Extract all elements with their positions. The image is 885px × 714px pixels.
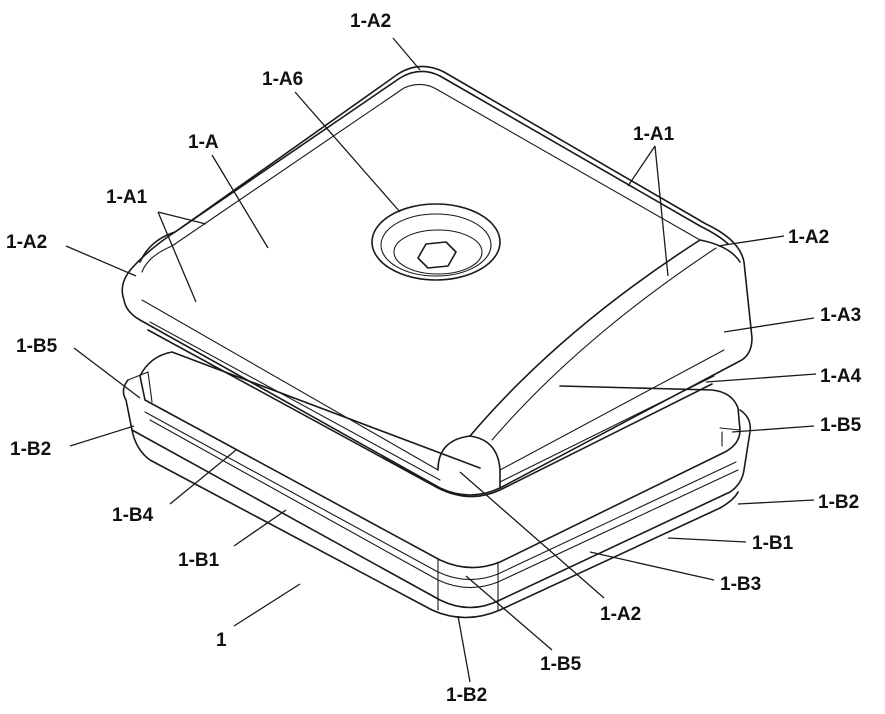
bottom-block-front-corner xyxy=(437,559,499,611)
top-block-outer-edge xyxy=(121,65,753,496)
leader-a2-top xyxy=(392,37,421,71)
label-b5-right: 1-B5 xyxy=(820,415,862,436)
top-block-top-face xyxy=(139,70,729,263)
label-a3: 1-A3 xyxy=(820,305,861,326)
top-block-lip-line xyxy=(149,321,715,483)
label-a2-left: 1-A2 xyxy=(6,232,47,253)
label-a4: 1-A4 xyxy=(820,366,862,387)
label-a2-bottom: 1-A2 xyxy=(600,604,641,625)
label-a6: 1-A6 xyxy=(262,69,303,90)
bottom-block-groove-line xyxy=(144,411,737,581)
label-b1-left: 1-B1 xyxy=(178,550,220,571)
label-b4: 1-B4 xyxy=(112,505,154,526)
bottom-block xyxy=(122,351,752,619)
bottom-block-skirt xyxy=(122,379,752,609)
label-b2-left: 1-B2 xyxy=(10,439,51,460)
label-b3: 1-B3 xyxy=(720,574,761,595)
screw-head xyxy=(393,229,483,275)
leader-a2-right xyxy=(717,235,785,247)
bottom-block-base xyxy=(131,429,739,619)
leader-a1-right-a xyxy=(627,145,656,187)
leader-b1-left xyxy=(233,509,287,547)
bottom-block-left-corner xyxy=(127,371,153,403)
bottom-block-right-corner xyxy=(719,427,741,447)
label-a1-left: 1-A1 xyxy=(106,187,148,208)
screw-counterbore-inner xyxy=(380,213,492,277)
label-a: 1-A xyxy=(188,132,219,153)
leader-a xyxy=(211,154,269,249)
hex-socket-icon xyxy=(417,241,457,269)
leader-b1-right xyxy=(667,537,747,543)
leader-lines xyxy=(65,37,817,683)
leader-b5-left xyxy=(73,347,141,399)
leader-b2-left xyxy=(69,425,135,447)
label-b2-bottom: 1-B2 xyxy=(446,685,487,706)
label-b5-bottom: 1-B5 xyxy=(540,654,582,675)
label-a1-right: 1-A1 xyxy=(633,124,675,145)
leader-b2-right xyxy=(737,499,815,505)
label-b1-right: 1-B1 xyxy=(752,533,794,554)
top-block-front-edge xyxy=(141,299,725,471)
screw-counterbore-outer xyxy=(371,203,501,281)
leader-b4 xyxy=(169,449,237,505)
leader-a1-right-b xyxy=(654,145,669,277)
leader-a4 xyxy=(705,373,817,383)
leader-a1-left-b xyxy=(157,211,197,303)
label-b5-left: 1-B5 xyxy=(16,336,58,357)
leader-b5-bottom xyxy=(465,575,553,651)
top-block xyxy=(121,65,753,498)
leader-a2-bottom xyxy=(459,471,605,599)
top-block-lower-lip xyxy=(147,329,713,498)
label-part: 1 xyxy=(216,630,227,651)
leader-a3 xyxy=(723,317,815,333)
top-block-right-face xyxy=(469,239,741,437)
leader-a2-left xyxy=(65,245,137,277)
leader-b2-bottom xyxy=(457,615,471,683)
labels: 1-A2 1-A6 1-A 1-A1 1-A1 1-A2 1-A2 1-A3 1… xyxy=(6,11,862,706)
leader-b3 xyxy=(589,551,715,581)
leader-b5-right xyxy=(731,425,815,433)
screw-hole xyxy=(371,203,501,281)
label-a2-top: 1-A2 xyxy=(350,11,391,32)
bottom-block-top-face xyxy=(139,351,741,569)
label-a2-right: 1-A2 xyxy=(788,227,829,248)
leader-a1-left-a xyxy=(157,211,207,225)
top-block-right-curve xyxy=(491,247,717,441)
top-block-face-border xyxy=(141,83,701,273)
leader-part xyxy=(233,583,301,627)
leader-a6 xyxy=(294,91,401,213)
label-b2-right: 1-B2 xyxy=(818,492,859,513)
